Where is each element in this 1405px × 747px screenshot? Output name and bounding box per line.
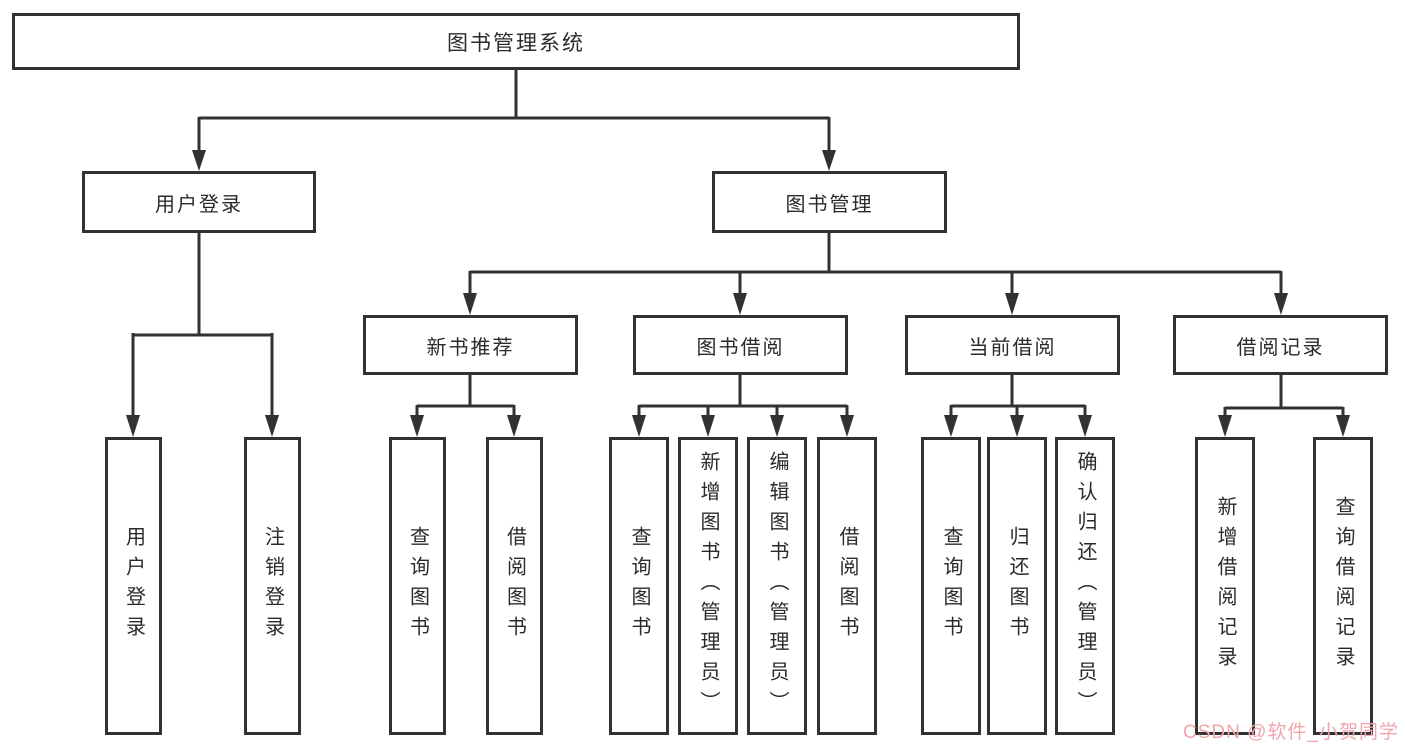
- node-book-management: 图书管理: [712, 171, 947, 233]
- csdn-watermark: CSDN @软件_小贺同学: [1183, 722, 1399, 743]
- node-user-login: 用户登录: [82, 171, 316, 233]
- leaf-borrow-add-book-admin: 新增图书（管理员）: [678, 437, 738, 735]
- leaf-newbook-borrow-book-label: 借阅图书: [503, 526, 526, 646]
- node-new-book-recommend: 新书推荐: [363, 315, 578, 375]
- leaf-borrow-query-book: 查询图书: [609, 437, 669, 735]
- leaf-newbook-query-book: 查询图书: [389, 437, 446, 735]
- node-borrow-records: 借阅记录: [1173, 315, 1388, 375]
- leaf-current-query-book: 查询图书: [921, 437, 981, 735]
- leaf-current-confirm-return-admin: 确认归还（管理员）: [1055, 437, 1115, 735]
- leaf-current-return-book-label: 归还图书: [1006, 526, 1028, 646]
- leaf-borrow-borrow-book-label: 借阅图书: [836, 526, 858, 646]
- leaf-current-confirm-return-admin-label: 确认归还（管理员）: [1074, 451, 1096, 721]
- leaf-logout-label: 注销登录: [261, 526, 284, 646]
- node-current-borrow: 当前借阅: [905, 315, 1120, 375]
- leaf-records-query-record-label: 查询借阅记录: [1332, 496, 1354, 676]
- leaf-current-query-book-label: 查询图书: [940, 526, 962, 646]
- leaf-records-add-record: 新增借阅记录: [1195, 437, 1255, 735]
- leaf-newbook-query-book-label: 查询图书: [406, 526, 429, 646]
- leaf-records-add-record-label: 新增借阅记录: [1214, 496, 1236, 676]
- node-system-root: 图书管理系统: [12, 13, 1020, 70]
- leaf-newbook-borrow-book: 借阅图书: [486, 437, 543, 735]
- leaf-logout: 注销登录: [244, 437, 301, 735]
- leaf-current-return-book: 归还图书: [987, 437, 1047, 735]
- leaf-borrow-edit-book-admin-label: 编辑图书（管理员）: [766, 451, 788, 721]
- leaf-borrow-borrow-book: 借阅图书: [817, 437, 877, 735]
- node-book-borrow: 图书借阅: [633, 315, 848, 375]
- leaf-borrow-add-book-admin-label: 新增图书（管理员）: [697, 451, 719, 721]
- leaf-user-login: 用户登录: [105, 437, 162, 735]
- leaf-borrow-edit-book-admin: 编辑图书（管理员）: [747, 437, 807, 735]
- leaf-borrow-query-book-label: 查询图书: [628, 526, 650, 646]
- leaf-records-query-record: 查询借阅记录: [1313, 437, 1373, 735]
- leaf-user-login-label: 用户登录: [122, 526, 145, 646]
